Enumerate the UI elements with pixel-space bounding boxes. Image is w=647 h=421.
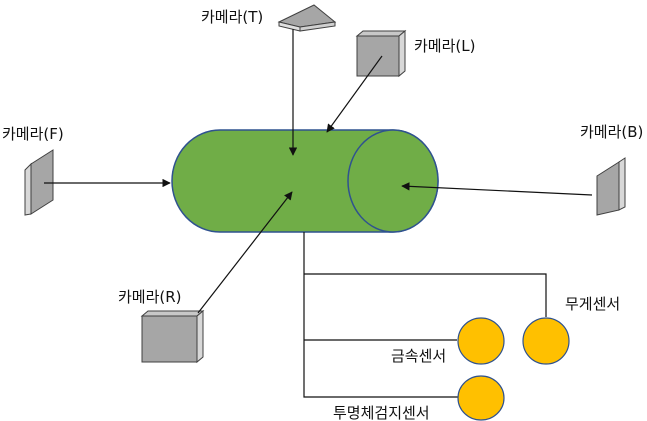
arrow-camera-back xyxy=(401,182,593,196)
label-camera-top: 카메라(T) xyxy=(201,8,263,26)
sensor-wiring xyxy=(303,232,547,398)
label-camera-left: 카메라(L) xyxy=(414,37,475,55)
weight-sensor xyxy=(522,317,570,365)
label-transparency-sensor: 투명체검지센서 xyxy=(333,404,430,421)
label-weight-sensor: 무게센서 xyxy=(565,295,620,313)
arrow-camera-left xyxy=(326,55,383,133)
label-camera-right: 카메라(R) xyxy=(118,288,182,306)
camera-top-icon xyxy=(277,4,337,32)
label-metal-sensor: 금속센서 xyxy=(391,347,446,365)
camera-back-icon xyxy=(596,157,626,216)
cylinder-end-face xyxy=(347,129,439,233)
camera-front-icon xyxy=(24,149,54,216)
arrow-camera-right xyxy=(197,191,293,314)
transparency-sensor xyxy=(457,375,505,421)
label-camera-back: 카메라(B) xyxy=(580,123,643,141)
metal-sensor xyxy=(457,317,505,365)
label-camera-front: 카메라(F) xyxy=(2,125,64,143)
cylinder-object xyxy=(171,129,439,233)
camera-right-icon xyxy=(140,309,205,364)
camera-left-icon xyxy=(355,29,407,78)
